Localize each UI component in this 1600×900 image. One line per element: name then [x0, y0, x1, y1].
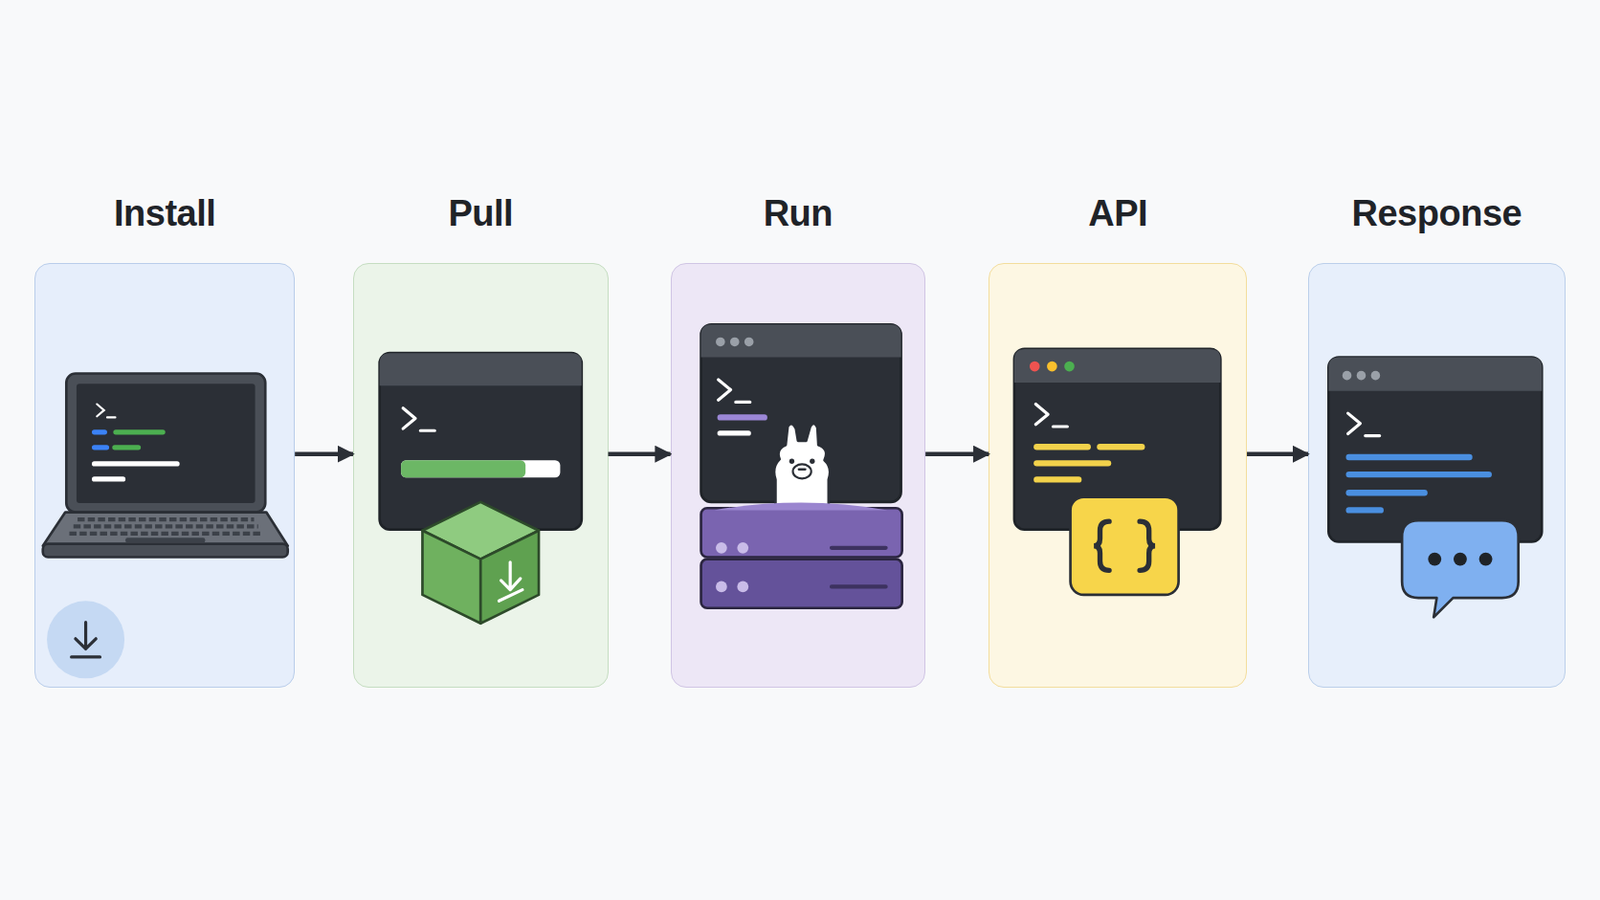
server-led — [736, 542, 749, 555]
step-panel: Install — [34, 263, 295, 689]
prompt-glyph — [96, 404, 115, 419]
prompt-glyph — [1348, 413, 1380, 436]
code-line — [112, 429, 165, 435]
window-dot — [1046, 361, 1058, 373]
laptop-icon — [43, 374, 289, 558]
server-slot — [831, 548, 887, 588]
code-line — [1345, 454, 1472, 461]
window-dot — [1029, 361, 1041, 373]
box-top — [422, 502, 539, 560]
flow-arrow — [925, 451, 989, 457]
step-heading: Response — [1270, 191, 1600, 236]
window-dot — [1356, 371, 1367, 381]
terminal-body — [379, 353, 582, 530]
title-bar — [701, 324, 902, 357]
title-bar — [1328, 356, 1542, 391]
chat-bubble — [1401, 520, 1519, 618]
server-led — [715, 542, 728, 555]
prompt-glyph — [402, 408, 435, 431]
window-dot — [715, 337, 726, 348]
title-bar — [1014, 349, 1221, 383]
download-badge — [46, 600, 125, 679]
code-line — [1033, 444, 1091, 450]
code-line — [1345, 489, 1427, 496]
server-unit — [701, 508, 903, 557]
window-dot — [1371, 371, 1381, 381]
keyboard-keys — [69, 519, 264, 534]
bubble-shape — [1401, 520, 1519, 618]
llama-nose — [799, 467, 805, 471]
terminal-body — [1014, 349, 1221, 531]
server-led — [715, 581, 728, 594]
download-arrow — [498, 562, 523, 602]
code-line — [717, 430, 752, 436]
llama-mascot — [774, 423, 830, 521]
box-left — [422, 531, 481, 624]
code-line — [111, 444, 141, 450]
left-brace — [1093, 521, 1110, 571]
code-line — [1096, 444, 1145, 450]
terminal-body — [1328, 356, 1542, 542]
flow-arrow — [608, 451, 671, 457]
window-dot — [1342, 371, 1353, 381]
code-line — [1345, 471, 1491, 478]
laptop-lid — [66, 374, 266, 513]
step-heading: Install — [0, 191, 333, 236]
terminal-window — [379, 353, 582, 530]
server-unit — [701, 559, 903, 609]
laptop-screen — [76, 383, 256, 504]
package-box — [422, 502, 539, 624]
flow-arrow — [1246, 451, 1309, 457]
step-heading: Run — [633, 191, 964, 236]
step-panel: Pull — [353, 263, 609, 689]
server-led — [736, 581, 749, 594]
code-line — [91, 444, 110, 450]
title-bar — [379, 353, 582, 386]
progress-track — [400, 460, 560, 478]
typing-dot — [1479, 553, 1493, 567]
code-line — [91, 461, 180, 467]
terminal-window — [701, 324, 902, 503]
llama-eye — [789, 459, 795, 465]
code-line — [1033, 476, 1082, 483]
flow-arrow — [294, 451, 354, 457]
braces-tile — [1070, 497, 1179, 596]
laptop-deck — [43, 512, 289, 547]
badge-circle — [46, 600, 125, 679]
code-line — [91, 476, 126, 482]
terminal-window — [1328, 356, 1542, 542]
step-panel: Response — [1308, 263, 1566, 689]
step-heading: API — [951, 191, 1285, 236]
typing-dot — [1453, 553, 1467, 567]
window-dot — [744, 337, 755, 348]
step-panel: Run — [670, 263, 927, 689]
right-brace — [1139, 521, 1156, 571]
code-line — [1345, 507, 1383, 513]
step-panel: API — [988, 263, 1247, 689]
prompt-glyph — [718, 379, 751, 402]
step-heading: Pull — [315, 191, 646, 236]
prompt-glyph — [1035, 404, 1067, 427]
terminal-body — [701, 324, 902, 503]
window-dot — [730, 337, 740, 348]
llama-body — [774, 423, 830, 521]
window-dot — [1064, 361, 1075, 373]
server-stack — [701, 502, 903, 608]
trackpad — [125, 537, 205, 543]
box-right — [480, 531, 539, 624]
code-line — [91, 429, 108, 435]
typing-dot — [1427, 553, 1442, 567]
server-top — [713, 502, 888, 511]
laptop-base — [43, 544, 289, 558]
terminal-window — [1014, 349, 1221, 531]
json-braces-icon — [1070, 497, 1179, 596]
llama-eye — [809, 459, 815, 465]
llama-snout — [793, 464, 812, 479]
code-line — [717, 414, 768, 421]
progress-fill — [400, 460, 526, 478]
download-arrow — [71, 622, 101, 658]
code-line — [1033, 460, 1112, 467]
